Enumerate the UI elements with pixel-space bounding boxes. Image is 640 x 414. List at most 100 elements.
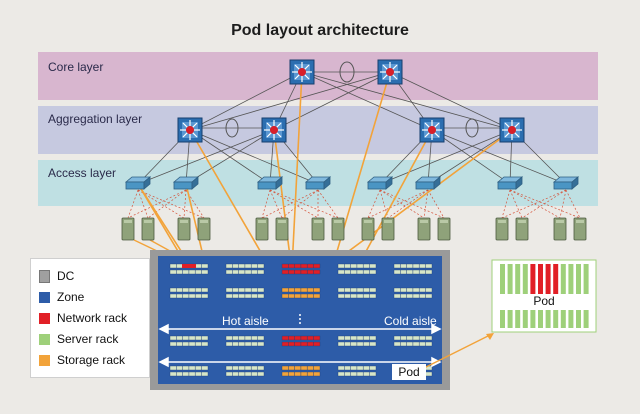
pod-server-rack [560,264,566,294]
pod-pointer-line [423,333,493,369]
legend-label-server-rack: Server rack [57,332,119,346]
rack-group [225,263,265,275]
pod-detail-label: Pod [533,294,555,308]
rack-group [225,335,265,347]
rack-group [393,287,433,299]
pod-detail-label-bg [498,296,590,308]
core-layer-label: Core layer [48,60,104,74]
pod-server-rack [583,310,589,328]
access-switch-icon [496,176,524,190]
server-box-icon [361,217,375,241]
aggregation-layer-label: Aggregation layer [48,112,143,126]
cold-aisle-label: Cold aisle [384,314,437,328]
access-server-link [509,189,523,219]
server-box-icon [331,217,345,241]
rack-group [281,335,321,347]
access-server-link [127,189,187,219]
rack-group [337,263,377,275]
pod-network-rack [530,264,536,294]
server-box-icon [141,217,155,241]
access-server-link [317,189,339,219]
rack-group [281,287,321,299]
access-switch-icon [124,176,152,190]
aggregation-router-icon [499,117,525,143]
diagram-title: Pod layout architecture [231,22,409,39]
aggregation-router-icon [419,117,445,143]
server-box-icon [177,217,191,241]
server-box-icon [311,217,325,241]
pod-tag: Pod [392,364,426,380]
access-server-link [127,189,139,219]
pod-server-rack [568,264,574,294]
pod-network-rack [545,264,551,294]
server-box-icon [381,217,395,241]
access-server-link [559,189,567,219]
rack-group [393,335,433,347]
access-server-link [427,189,445,219]
access-server-link [269,189,339,219]
rack-group [393,263,433,275]
legend-swatch-server-rack [39,333,50,345]
access-switch-icon [304,176,332,190]
access-switch-icon [256,176,284,190]
rack-group [337,287,377,299]
network-rack-accent [182,264,196,268]
access-server-link [379,189,425,219]
access-switch-icon [366,176,394,190]
pod-server-rack [515,264,521,294]
rack-group [337,335,377,347]
server-box-icon [121,217,135,241]
rack-group [337,365,377,377]
server-box-icon [255,217,269,241]
legend-swatch-zone [39,291,50,303]
pod-server-rack [500,264,505,294]
pod-server-rack [522,264,528,294]
legend-label-dc: DC [57,269,75,283]
legend-label-zone: Zone [57,290,85,304]
aggregation-router-icon [177,117,203,143]
pod-server-rack [507,310,513,328]
core-router-icon [377,59,403,85]
server-box-icon [495,217,509,241]
legend-label-network-rack: Network rack [57,311,128,325]
rack-group [281,263,321,275]
access-layer-label: Access layer [48,166,117,180]
pod-network-rack [553,264,559,294]
server-box-icon [437,217,451,241]
access-server-link [423,189,429,219]
server-box-icon [515,217,529,241]
core-router-icon [289,59,315,85]
agg-link-bundle-right [465,118,479,138]
legend-item-server-rack: Server rack [39,330,118,348]
access-server-link [521,189,567,219]
access-server-link [501,189,511,219]
pod-server-rack [507,264,513,294]
pod-network-rack [538,264,543,294]
rack-group [281,365,321,377]
access-switch-icon [172,176,200,190]
server-box-icon [553,217,567,241]
legend-item-dc: DC [39,267,74,285]
core-layer-band [38,52,598,100]
legend-swatch-network-rack [39,312,50,324]
legend-swatch-dc [39,269,50,283]
pod-server-rack [576,310,581,328]
pod-server-rack [553,310,559,328]
pod-server-rack [545,310,551,328]
hot-aisle-label: Hot aisle [222,314,269,328]
pod-server-rack [560,310,566,328]
access-server-link [183,189,187,219]
aggregation-router-icon [261,117,287,143]
server-box-icon [417,217,431,241]
access-server-link [367,189,381,219]
server-box-icon [573,217,587,241]
legend-label-storage-rack: Storage rack [57,353,126,367]
access-server-link [565,189,581,219]
rack-group [225,287,265,299]
legend-item-network-rack: Network rack [39,309,127,327]
pod-server-rack [530,310,536,328]
pod-pointer-head [486,333,494,340]
pod-server-rack [576,264,581,294]
access-server-link [269,189,319,219]
